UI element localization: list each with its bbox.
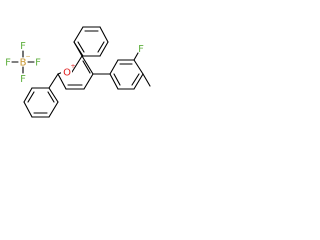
phenyl-left-bond-2 [23,87,33,103]
phenyl-ring-top [73,26,109,57]
ring-bond-c5-c6 [57,73,67,90]
pyrylium-cation: O + [23,26,151,118]
phenyl-top-double-2 [97,41,105,53]
aryl-bond-1 [109,59,119,75]
ring-bond-c2-c3 [81,55,94,75]
bond-aryl-fluorine [133,52,139,61]
boron-atom: B [20,58,27,69]
fluorine-atom-bottom: F [20,74,26,85]
ring-bond-o-c2 [71,55,83,73]
aryl-fluorine-atom: F [138,44,144,55]
oxygen-atom-background [61,66,72,77]
boron-charge: − [25,53,30,60]
phenyl-left-double-3 [47,91,55,103]
phenyl-top-double-3 [77,41,85,53]
ring-double-bond-c2-c3 [82,60,91,74]
chemical-structure-diagram: B − F F F F O + [5,26,151,118]
phenyl-left-bond-3 [23,101,33,118]
phenyl-top-bond-1 [73,26,84,43]
oxygen-atom: O [63,68,71,79]
fluorine-atom-left: F [5,58,11,69]
tetrafluoroborate-anion: B − F F F F [5,41,41,85]
aryl-bond-6 [109,73,119,90]
phenyl-top-bond-3 [99,26,109,43]
fluorine-atom-top: F [20,41,26,52]
phenyl-ring-left [23,73,59,118]
aryl-bond-3 [133,59,144,75]
bond-c6-phenyl-left [48,73,59,89]
oxygen-charge: + [70,63,75,70]
fluoro-methyl-phenyl-ring [92,52,151,90]
aryl-bond-4 [133,73,144,90]
phenyl-left-double-1 [27,91,35,103]
phenyl-top-bond-6 [73,41,84,57]
aryl-double-3 [113,73,121,86]
phenyl-left-bond-6 [48,87,59,103]
phenyl-left-bond-5 [48,101,59,118]
ring-bond-c3-c4 [83,73,94,90]
aryl-double-2 [131,73,140,86]
fluorine-atom-right: F [35,58,41,69]
phenyl-top-bond-4 [99,41,109,57]
bond-aryl-methyl [142,73,151,87]
